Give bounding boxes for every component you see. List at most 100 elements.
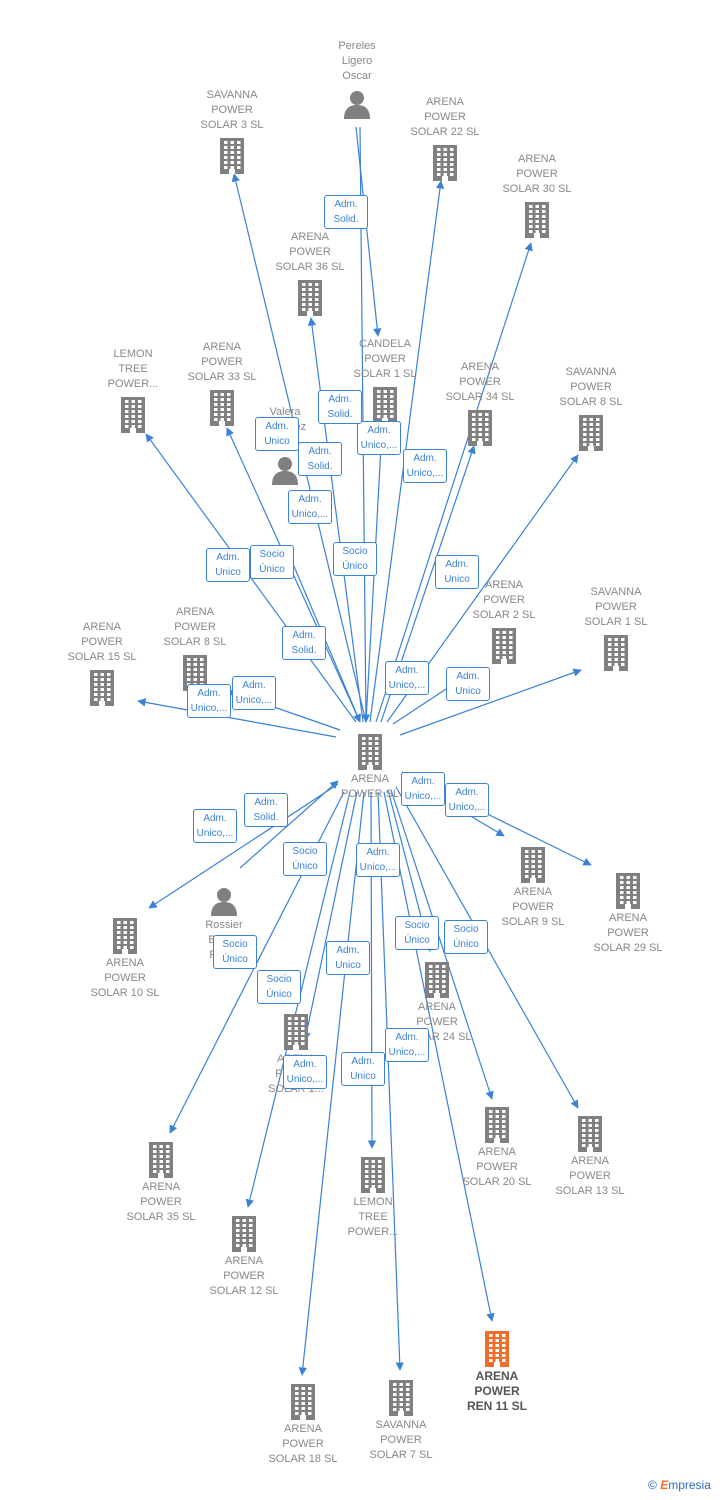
relation-label[interactable]: Adm. Unico,... (401, 772, 445, 806)
building-icon (370, 387, 400, 423)
company-node-arena30[interactable]: ARENA POWER SOLAR 30 SL (487, 152, 587, 238)
node-label: ARENA POWER SOLAR 35 SL (126, 1181, 196, 1223)
relation-label[interactable]: Adm. Unico (446, 667, 490, 701)
company-node-lemon_top[interactable]: LEMON TREE POWER... (83, 347, 183, 433)
company-node-savanna3[interactable]: SAVANNA POWER SOLAR 3 SL (182, 88, 282, 174)
copyright-symbol: © (648, 1478, 657, 1492)
company-node-arena18[interactable]: ARENA POWER SOLAR 18 SL (253, 1384, 353, 1468)
building-icon (87, 670, 117, 706)
building-icon (110, 918, 140, 954)
company-node-lemon_bot[interactable]: LEMON TREE POWER... (323, 1157, 423, 1241)
empresia-brand[interactable]: © Empresia (648, 1478, 711, 1492)
node-label: ARENA POWER SOLAR 12 SL (209, 1255, 279, 1297)
edge-center-to-savanna7 (377, 791, 404, 1371)
relation-label[interactable]: Socio Único (333, 542, 377, 576)
relation-label[interactable]: Socio Único (395, 916, 439, 950)
relation-label[interactable]: Socio Único (283, 842, 327, 876)
company-node-savanna8[interactable]: SAVANNA POWER SOLAR 8 SL (541, 365, 641, 451)
node-label: ARENA POWER SOLAR 33 SL (187, 341, 257, 383)
relation-label[interactable]: Adm. Unico (435, 555, 479, 589)
edge-center-to-arena20 (390, 789, 494, 1100)
node-label: ARENA POWER SOLAR 30 SL (502, 153, 572, 195)
building-icon (575, 1116, 605, 1152)
company-node-arena15[interactable]: ARENA POWER SOLAR 15 SL (52, 620, 152, 706)
relation-label[interactable]: Adm. Unico,... (232, 676, 276, 710)
company-node-center[interactable]: ARENA POWER SL (320, 734, 420, 818)
relation-label[interactable]: Adm. Solid. (324, 195, 368, 229)
relation-label[interactable]: Adm. Unico,... (357, 421, 401, 455)
relation-label[interactable]: Adm. Unico,... (356, 843, 400, 877)
relation-label[interactable]: Adm. Unico,... (403, 449, 447, 483)
node-label: Pereles Ligero Oscar (338, 40, 376, 82)
node-label: LEMON TREE POWER... (107, 348, 159, 390)
building-icon (613, 873, 643, 909)
company-node-savanna7[interactable]: SAVANNA POWER SOLAR 7 SL (351, 1380, 451, 1464)
building-icon (288, 1384, 318, 1420)
relation-label[interactable]: Adm. Unico,... (385, 1028, 429, 1062)
node-label: ARENA POWER SOLAR 29 SL (593, 912, 663, 954)
company-node-arena33[interactable]: ARENA POWER SOLAR 33 SL (172, 340, 272, 426)
relation-label[interactable]: Adm. Unico (255, 417, 299, 451)
building-icon (358, 1157, 388, 1193)
relation-label[interactable]: Adm. Unico,... (288, 490, 332, 524)
company-node-arena10[interactable]: ARENA POWER SOLAR 10 SL (75, 918, 175, 1002)
node-label: ARENA POWER SOLAR 9 SL (501, 886, 565, 928)
relation-label[interactable]: Adm. Solid. (298, 442, 342, 476)
edge-center-to-arena15 (137, 698, 337, 738)
building-icon (518, 847, 548, 883)
company-node-arena9[interactable]: ARENA POWER SOLAR 9 SL (483, 847, 583, 931)
relation-label[interactable]: Socio Único (213, 935, 257, 969)
node-label: SAVANNA POWER SOLAR 1 SL (584, 586, 648, 628)
node-label: LEMON TREE POWER... (347, 1196, 399, 1238)
node-label: ARENA POWER SOLAR 13 SL (555, 1155, 625, 1197)
relation-label[interactable]: Adm. Unico,... (283, 1055, 327, 1089)
person-icon (342, 89, 372, 119)
relation-label[interactable]: Adm. Solid. (318, 390, 362, 424)
relation-label[interactable]: Adm. Unico,... (187, 684, 231, 718)
relation-label[interactable]: Socio Único (444, 920, 488, 954)
relation-label[interactable]: Adm. Unico,... (445, 783, 489, 817)
node-label: ARENA POWER SOLAR 22 SL (410, 96, 480, 138)
node-label: ARENA POWER REN 11 SL (466, 1369, 528, 1413)
relation-label[interactable]: Socio Único (257, 970, 301, 1004)
edge-center-to-arena18 (298, 791, 365, 1376)
relation-label[interactable]: Adm. Unico (326, 941, 370, 975)
node-label: SAVANNA POWER SOLAR 3 SL (200, 89, 264, 131)
building-icon (207, 390, 237, 426)
company-node-arena35[interactable]: ARENA POWER SOLAR 35 SL (111, 1142, 211, 1226)
company-node-arena20[interactable]: ARENA POWER SOLAR 20 SL (447, 1107, 547, 1191)
relation-label[interactable]: Adm. Solid. (282, 626, 326, 660)
node-label: ARENA POWER SOLAR 8 SL (163, 606, 227, 648)
company-node-arena29[interactable]: ARENA POWER SOLAR 29 SL (578, 873, 678, 957)
building-icon (422, 962, 452, 998)
node-label: ARENA POWER SOLAR 36 SL (275, 231, 345, 273)
company-node-arena13[interactable]: ARENA POWER SOLAR 13 SL (540, 1116, 640, 1200)
company-node-arena2[interactable]: ARENA POWER SOLAR 2 SL (454, 578, 554, 664)
relation-label[interactable]: Adm. Unico,... (193, 809, 237, 843)
company-node-arena12[interactable]: ARENA POWER SOLAR 12 SL (194, 1216, 294, 1300)
company-node-arenaren11[interactable]: ARENA POWER REN 11 SL (447, 1331, 547, 1415)
edge-center-to-savanna1 (399, 668, 582, 736)
building-icon (482, 1331, 512, 1367)
edge-rossier-to-center (239, 780, 339, 869)
company-node-arena34[interactable]: ARENA POWER SOLAR 34 SL (430, 360, 530, 446)
relation-label[interactable]: Adm. Unico (206, 548, 250, 582)
company-node-arena36[interactable]: ARENA POWER SOLAR 36 SL (260, 230, 360, 316)
node-label: ARENA POWER SOLAR 15 SL (67, 621, 137, 663)
building-icon (576, 415, 606, 451)
person-node-pereles[interactable]: Pereles Ligero Oscar (307, 39, 407, 119)
node-label: ARENA POWER SOLAR 34 SL (445, 361, 515, 403)
relation-label[interactable]: Adm. Unico,... (385, 661, 429, 695)
company-node-candela1[interactable]: CANDELA POWER SOLAR 1 SL (335, 337, 435, 423)
building-icon (281, 1014, 311, 1050)
edge-center-to-arena30 (375, 242, 533, 723)
relation-label[interactable]: Adm. Solid. (244, 793, 288, 827)
relation-label[interactable]: Socio Único (250, 545, 294, 579)
relation-label[interactable]: Adm. Unico (341, 1052, 385, 1086)
company-node-arena8[interactable]: ARENA POWER SOLAR 8 SL (145, 605, 245, 691)
node-label: ARENA POWER SOLAR 18 SL (268, 1423, 338, 1465)
company-node-savanna1[interactable]: SAVANNA POWER SOLAR 1 SL (566, 585, 666, 671)
building-icon (355, 734, 385, 770)
company-node-arena22[interactable]: ARENA POWER SOLAR 22 SL (395, 95, 495, 181)
node-label: CANDELA POWER SOLAR 1 SL (353, 338, 417, 380)
